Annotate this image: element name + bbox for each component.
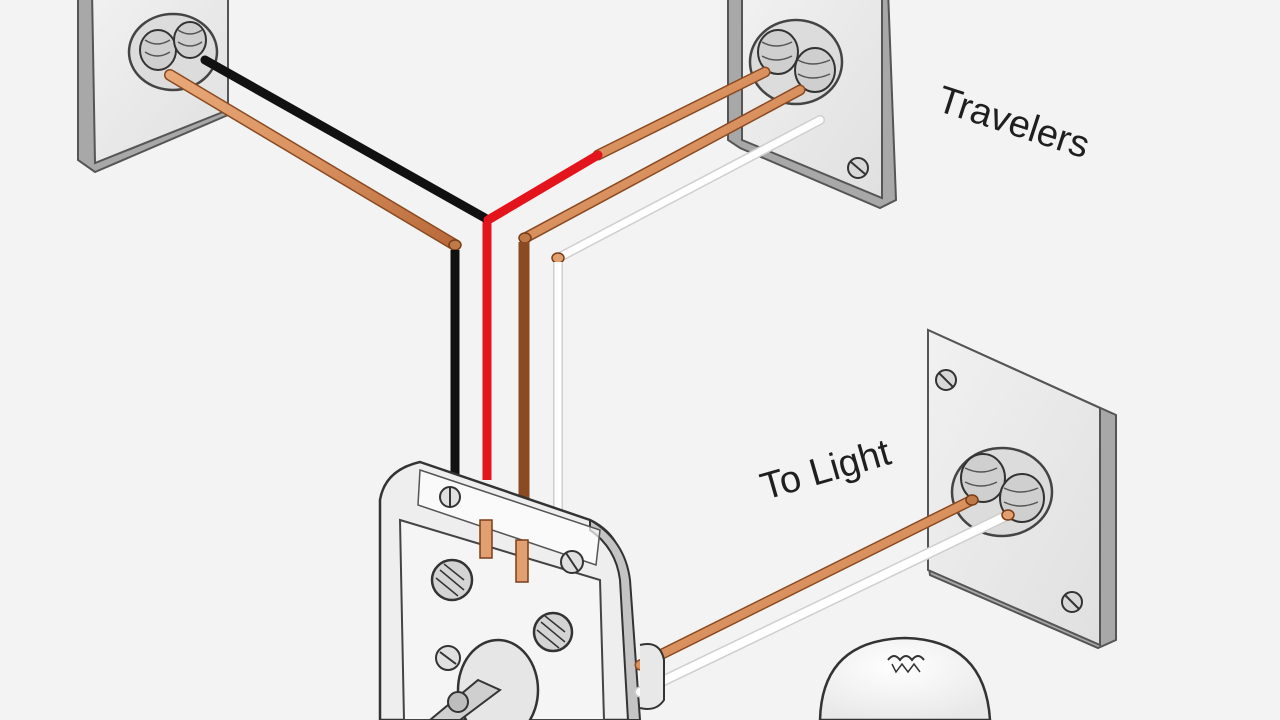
wire-terminal-icon xyxy=(127,12,219,92)
screw-icon xyxy=(935,369,957,391)
wire-terminal-icon xyxy=(950,446,1054,538)
plate-light xyxy=(927,328,1117,650)
toggle-lever xyxy=(428,638,540,720)
screw-icon xyxy=(1061,591,1083,613)
screw-icon xyxy=(439,486,461,508)
screw-icon xyxy=(532,611,574,653)
wires-to-light xyxy=(634,494,1015,710)
screw-icon xyxy=(430,558,474,602)
switch-device xyxy=(378,460,642,720)
wire-terminal-icon xyxy=(748,18,844,106)
label-to-light: To Light xyxy=(756,431,896,508)
wires-vertical xyxy=(450,222,563,545)
plate-top-right xyxy=(727,0,898,210)
light-bulb-icon xyxy=(818,636,992,720)
label-travelers: Travelers xyxy=(932,79,1094,167)
screw-icon xyxy=(560,550,584,574)
screw-icon xyxy=(847,157,869,179)
wires-upper xyxy=(164,55,825,264)
screw-icon xyxy=(435,645,461,671)
plate-top-left xyxy=(77,0,229,174)
